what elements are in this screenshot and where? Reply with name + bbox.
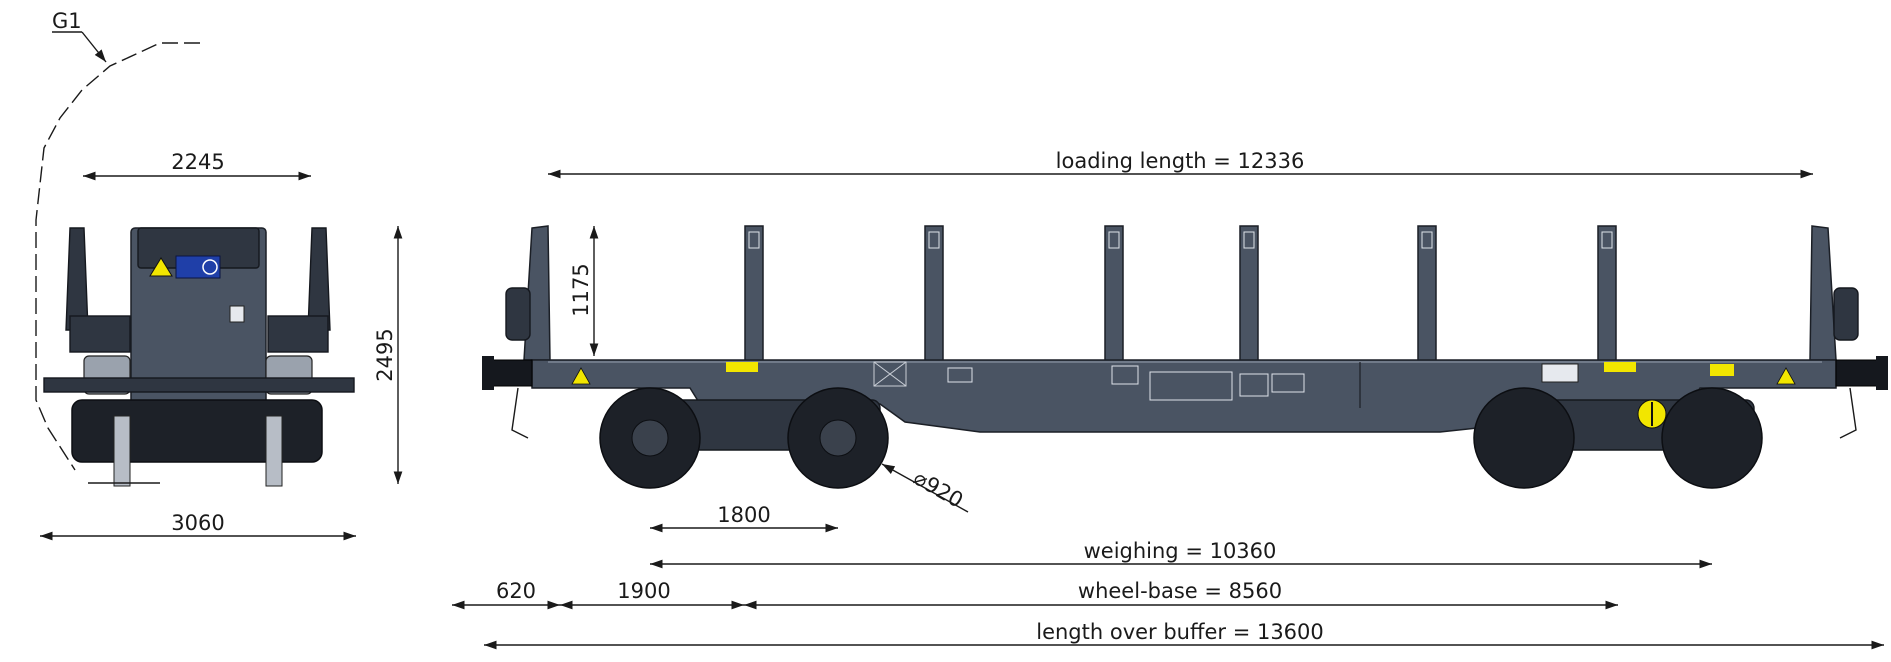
warning-blue-plate-icon <box>175 255 221 279</box>
right-bogie <box>1473 387 1763 489</box>
stake-4 <box>1239 225 1259 363</box>
gauge-outline <box>35 42 200 471</box>
end-width-top-label: 2245 <box>171 150 224 174</box>
side-warning-triangle-icon <box>571 367 591 385</box>
side-right-handrail <box>1833 287 1859 341</box>
length-over-buffer-label: length over buffer = 13600 <box>1036 620 1324 644</box>
stake-6 <box>1597 225 1617 363</box>
stake-1 <box>744 225 764 363</box>
end-view-plate <box>229 305 245 323</box>
stake-end-right <box>1809 225 1837 361</box>
marker-yellow-left <box>726 362 758 372</box>
side-left-handrail <box>505 287 531 341</box>
end-view: G1 2245 2495 3060 <box>35 9 403 541</box>
stake-5 <box>1417 225 1437 363</box>
wheel-diameter-label: ⌀920 <box>910 466 968 513</box>
left-bogie <box>599 387 889 489</box>
end-view-left-wheel <box>113 415 131 487</box>
marker-yellow-handle <box>1710 364 1734 376</box>
warning-triangle-icon <box>149 257 173 277</box>
side-warning-triangle-right-icon <box>1776 367 1796 385</box>
wheel-base-label: wheel-base = 8560 <box>1078 579 1282 603</box>
stake-3 <box>1104 225 1124 363</box>
end-view-right-ladder <box>267 315 329 353</box>
end-view-right-wheel <box>265 415 283 487</box>
weighing-label: weighing = 10360 <box>1084 539 1277 563</box>
frame-labels <box>571 361 1796 401</box>
stakes <box>523 225 1837 363</box>
end-view-left-ladder <box>69 315 131 353</box>
side-view: loading length = 12336 1175 <box>452 149 1888 650</box>
stake-height-label: 1175 <box>569 263 593 316</box>
label-plate-6 <box>1541 363 1579 383</box>
overhang-label: 620 <box>496 579 536 603</box>
label-plate-1 <box>947 367 973 383</box>
wheel-diameter-leader <box>881 463 969 513</box>
end-view-right-stake <box>307 227 331 331</box>
end-view-bogie <box>71 399 323 463</box>
hatched-plate <box>873 361 907 387</box>
label-plate-2 <box>1111 365 1139 385</box>
warning-plate-circle-icon <box>202 259 218 275</box>
right-coupler <box>1839 387 1857 439</box>
left-coupler <box>511 387 529 439</box>
bogie-wheelbase-label: 1800 <box>717 503 770 527</box>
label-plate-3 <box>1149 371 1233 401</box>
end-width-bottom-label: 3060 <box>171 511 224 535</box>
right-bogie-wheel-2 <box>1661 387 1763 489</box>
right-bogie-wheel-1 <box>1473 387 1575 489</box>
stake-2 <box>924 225 944 363</box>
end-height-label: 2495 <box>373 328 397 381</box>
loading-length-label: loading length = 12336 <box>1056 149 1305 173</box>
end-view-left-stake <box>65 227 89 331</box>
bogie-offset-label: 1900 <box>617 579 670 603</box>
label-plate-5 <box>1271 373 1305 393</box>
gauge-label: G1 <box>52 9 82 33</box>
label-plate-4 <box>1239 373 1269 397</box>
marker-yellow-right <box>1604 362 1636 372</box>
end-view-beam <box>43 377 355 393</box>
gauge-leader <box>81 31 107 63</box>
